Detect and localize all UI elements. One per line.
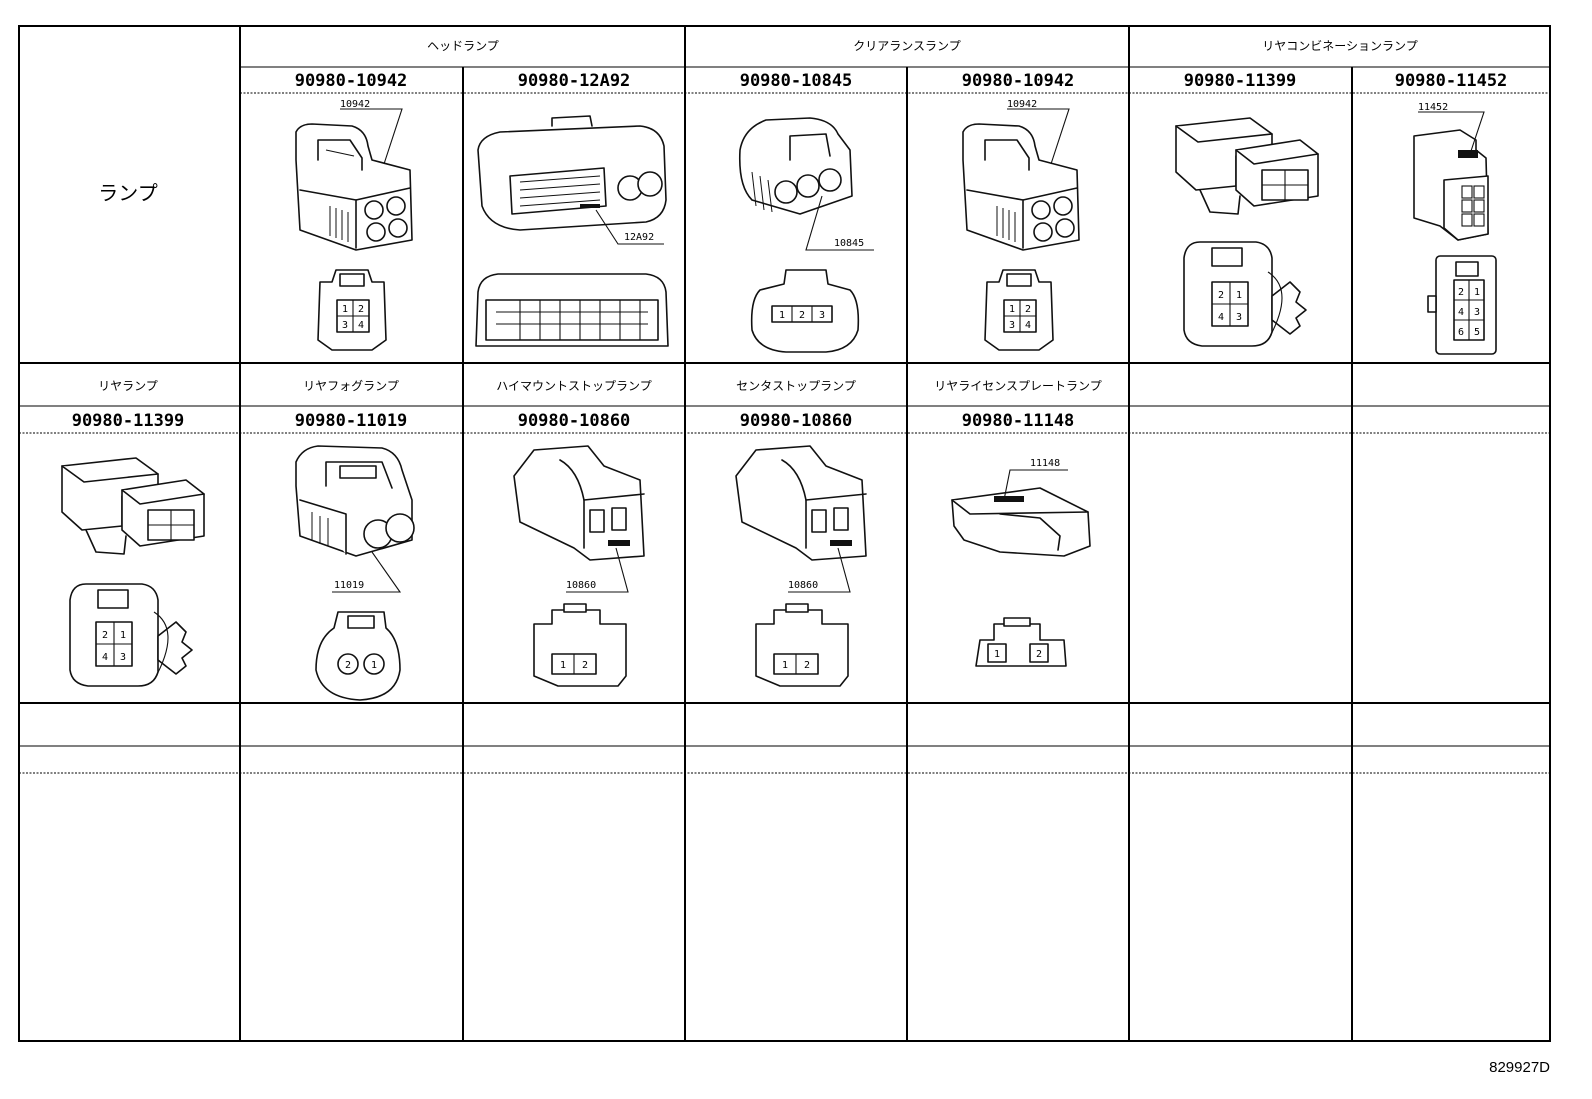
pin-label: 3 [819,310,825,321]
part-number: 90980-10845 [740,71,853,91]
pin-label: 2 [582,660,588,671]
part-number: 90980-11399 [1184,71,1297,91]
pin-label: 1 [782,660,788,671]
part-number: 90980-11452 [1395,71,1508,91]
callout-label: 10860 [566,580,596,591]
part-number: 90980-10942 [962,71,1075,91]
pin-label: 2 [1458,287,1464,298]
pin-label: 1 [342,304,348,315]
pin-label: 1 [1236,290,1242,301]
connector-drawing-10942: 10942 1 2 3 4 [295,99,413,351]
pin-label: 2 [804,660,810,671]
callout-label: 10942 [340,99,370,110]
category-rear-fog-lamp: リヤフォグランプ [303,379,399,393]
callout-label: 12A92 [624,232,654,243]
part-number: 90980-11148 [962,411,1075,431]
part-number: 90980-10942 [295,71,408,91]
group-rear-combination-lamp: リヤコンビネーションランプ [1262,39,1417,53]
pin-label: 2 [1218,290,1224,301]
connector-drawing-10860: 10860 1 2 [513,445,645,687]
callout-label: 10942 [1007,99,1037,110]
category-license-plate-lamp: リヤライセンスプレートランプ [934,379,1101,393]
pin-label: 4 [1458,307,1464,318]
pin-label: 6 [1458,327,1464,338]
pin-label: 2 [1025,304,1031,315]
pin-label: 4 [358,320,364,331]
callout-label: 10860 [788,580,818,591]
group-clearance-lamp: クリアランスランプ [853,39,960,53]
table-grid [18,25,1551,1042]
part-number: 90980-10860 [740,411,853,431]
pin-label: 5 [1474,327,1480,338]
pin-label: 1 [371,660,377,671]
pin-label: 1 [1474,287,1480,298]
pin-label: 4 [1025,320,1031,331]
connector-drawing-11452: 11452 2 1 4 3 6 5 [1413,102,1497,355]
pin-label: 2 [1036,649,1042,660]
callout-label: 10845 [834,238,864,249]
part-number: 90980-12A92 [518,71,631,91]
pin-label: 1 [1009,304,1015,315]
pin-label: 1 [994,649,1000,660]
pin-label: 2 [358,304,364,315]
connector-drawing-12A92: 12A92 [475,115,669,347]
connector-drawing-11399: 2 1 4 3 [1175,117,1319,347]
category-high-mount-stop-lamp: ハイマウントストップランプ [496,379,651,393]
part-number: 90980-11019 [295,411,408,431]
group-headlamp: ヘッドランプ [427,39,499,53]
connector-drawing-10845: 10845 1 2 3 [738,117,874,353]
connector-drawing-10860: 10860 1 2 [735,445,867,687]
pin-label: 1 [560,660,566,671]
pin-label: 1 [779,310,785,321]
row-label-lamp: ランプ [98,181,157,205]
callout-label: 11452 [1418,102,1448,113]
pin-label: 2 [345,660,351,671]
category-center-stop-lamp: センタストップランプ [736,379,856,393]
part-number: 90980-11399 [72,411,185,431]
category-rear-lamp: リヤランプ [98,379,158,393]
pin-label: 1 [120,630,126,641]
connector-drawing-11399: 2 1 4 3 [61,457,205,687]
pin-label: 3 [342,320,348,331]
pin-label: 3 [1009,320,1015,331]
callout-label: 11019 [334,580,364,591]
pin-label: 4 [1218,312,1224,323]
connector-drawing-11019: 11019 2 1 [295,445,415,701]
pin-label: 2 [799,310,805,321]
connector-drawing-11148: 11148 1 2 [951,458,1091,667]
callout-label: 11148 [1030,458,1060,469]
pin-label: 4 [102,652,108,663]
pin-label: 2 [102,630,108,641]
pin-label: 3 [120,652,126,663]
connector-drawing-10942: 10942 1 2 3 4 [962,99,1080,351]
pin-label: 3 [1236,312,1242,323]
part-number: 90980-10860 [518,411,631,431]
drawing-id: 829927D [1489,1059,1550,1076]
pin-label: 3 [1474,307,1480,318]
